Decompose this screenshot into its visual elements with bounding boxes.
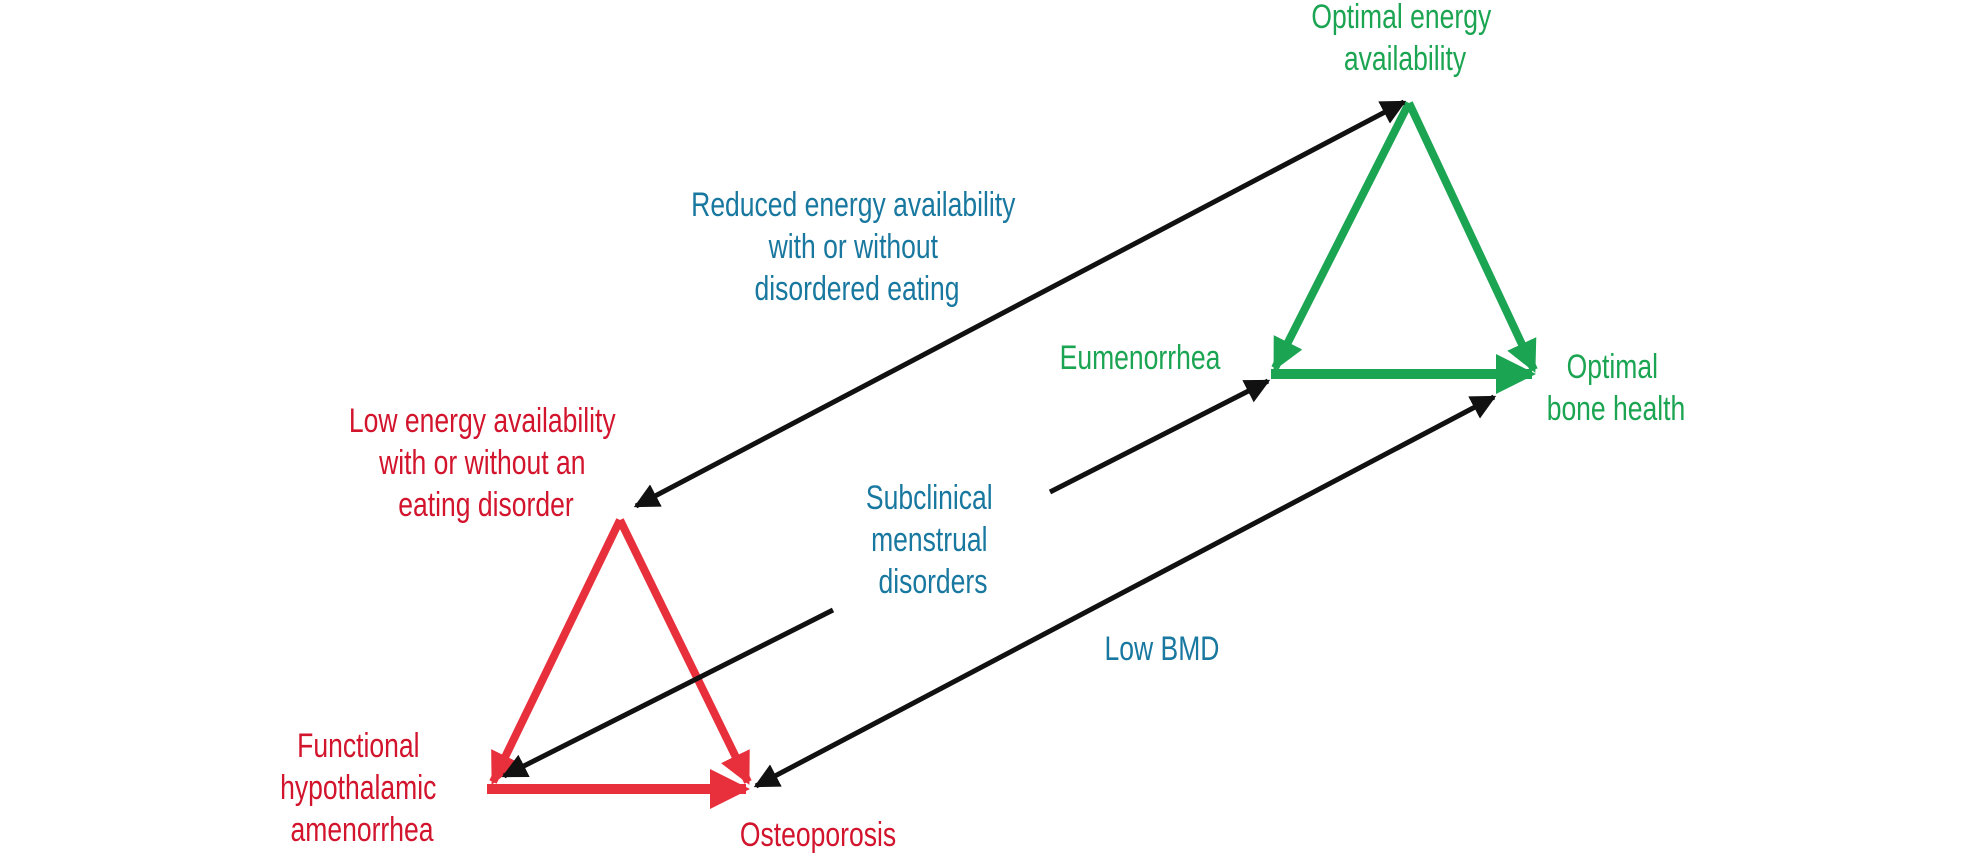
green-arrow-right: [1405, 101, 1538, 373]
label-optimal-energy: Optimal energy availability: [1311, 0, 1498, 78]
label-fha: Functional hypothalamic amenorrhea: [280, 727, 444, 849]
spectrum-arrows: [501, 99, 1497, 789]
label-osteoporosis: Osteoporosis: [740, 816, 896, 854]
green-arrow-left: [1271, 101, 1413, 371]
label-subclinical: Subclinical menstrual disorders: [866, 479, 1000, 601]
optimal-triangle: [1271, 101, 1538, 394]
menstrual-arrow-up: [1048, 378, 1271, 495]
label-low-energy: Low energy availability with or without …: [349, 402, 623, 524]
label-reduced-energy: Reduced energy availability with or with…: [691, 186, 1023, 308]
red-arrow-left: [489, 518, 624, 785]
menstrual-arrow-down: [501, 607, 835, 779]
triad-triangle: [487, 518, 752, 809]
energy-spectrum-arrow: [633, 99, 1407, 509]
label-eumenorrhea: Eumenorrhea: [1060, 339, 1221, 377]
label-optimal-bone: Optimal bone health: [1547, 348, 1686, 428]
red-arrow-right: [616, 518, 752, 785]
label-low-bmd: Low BMD: [1105, 630, 1220, 668]
bone-spectrum-arrow: [753, 394, 1497, 789]
